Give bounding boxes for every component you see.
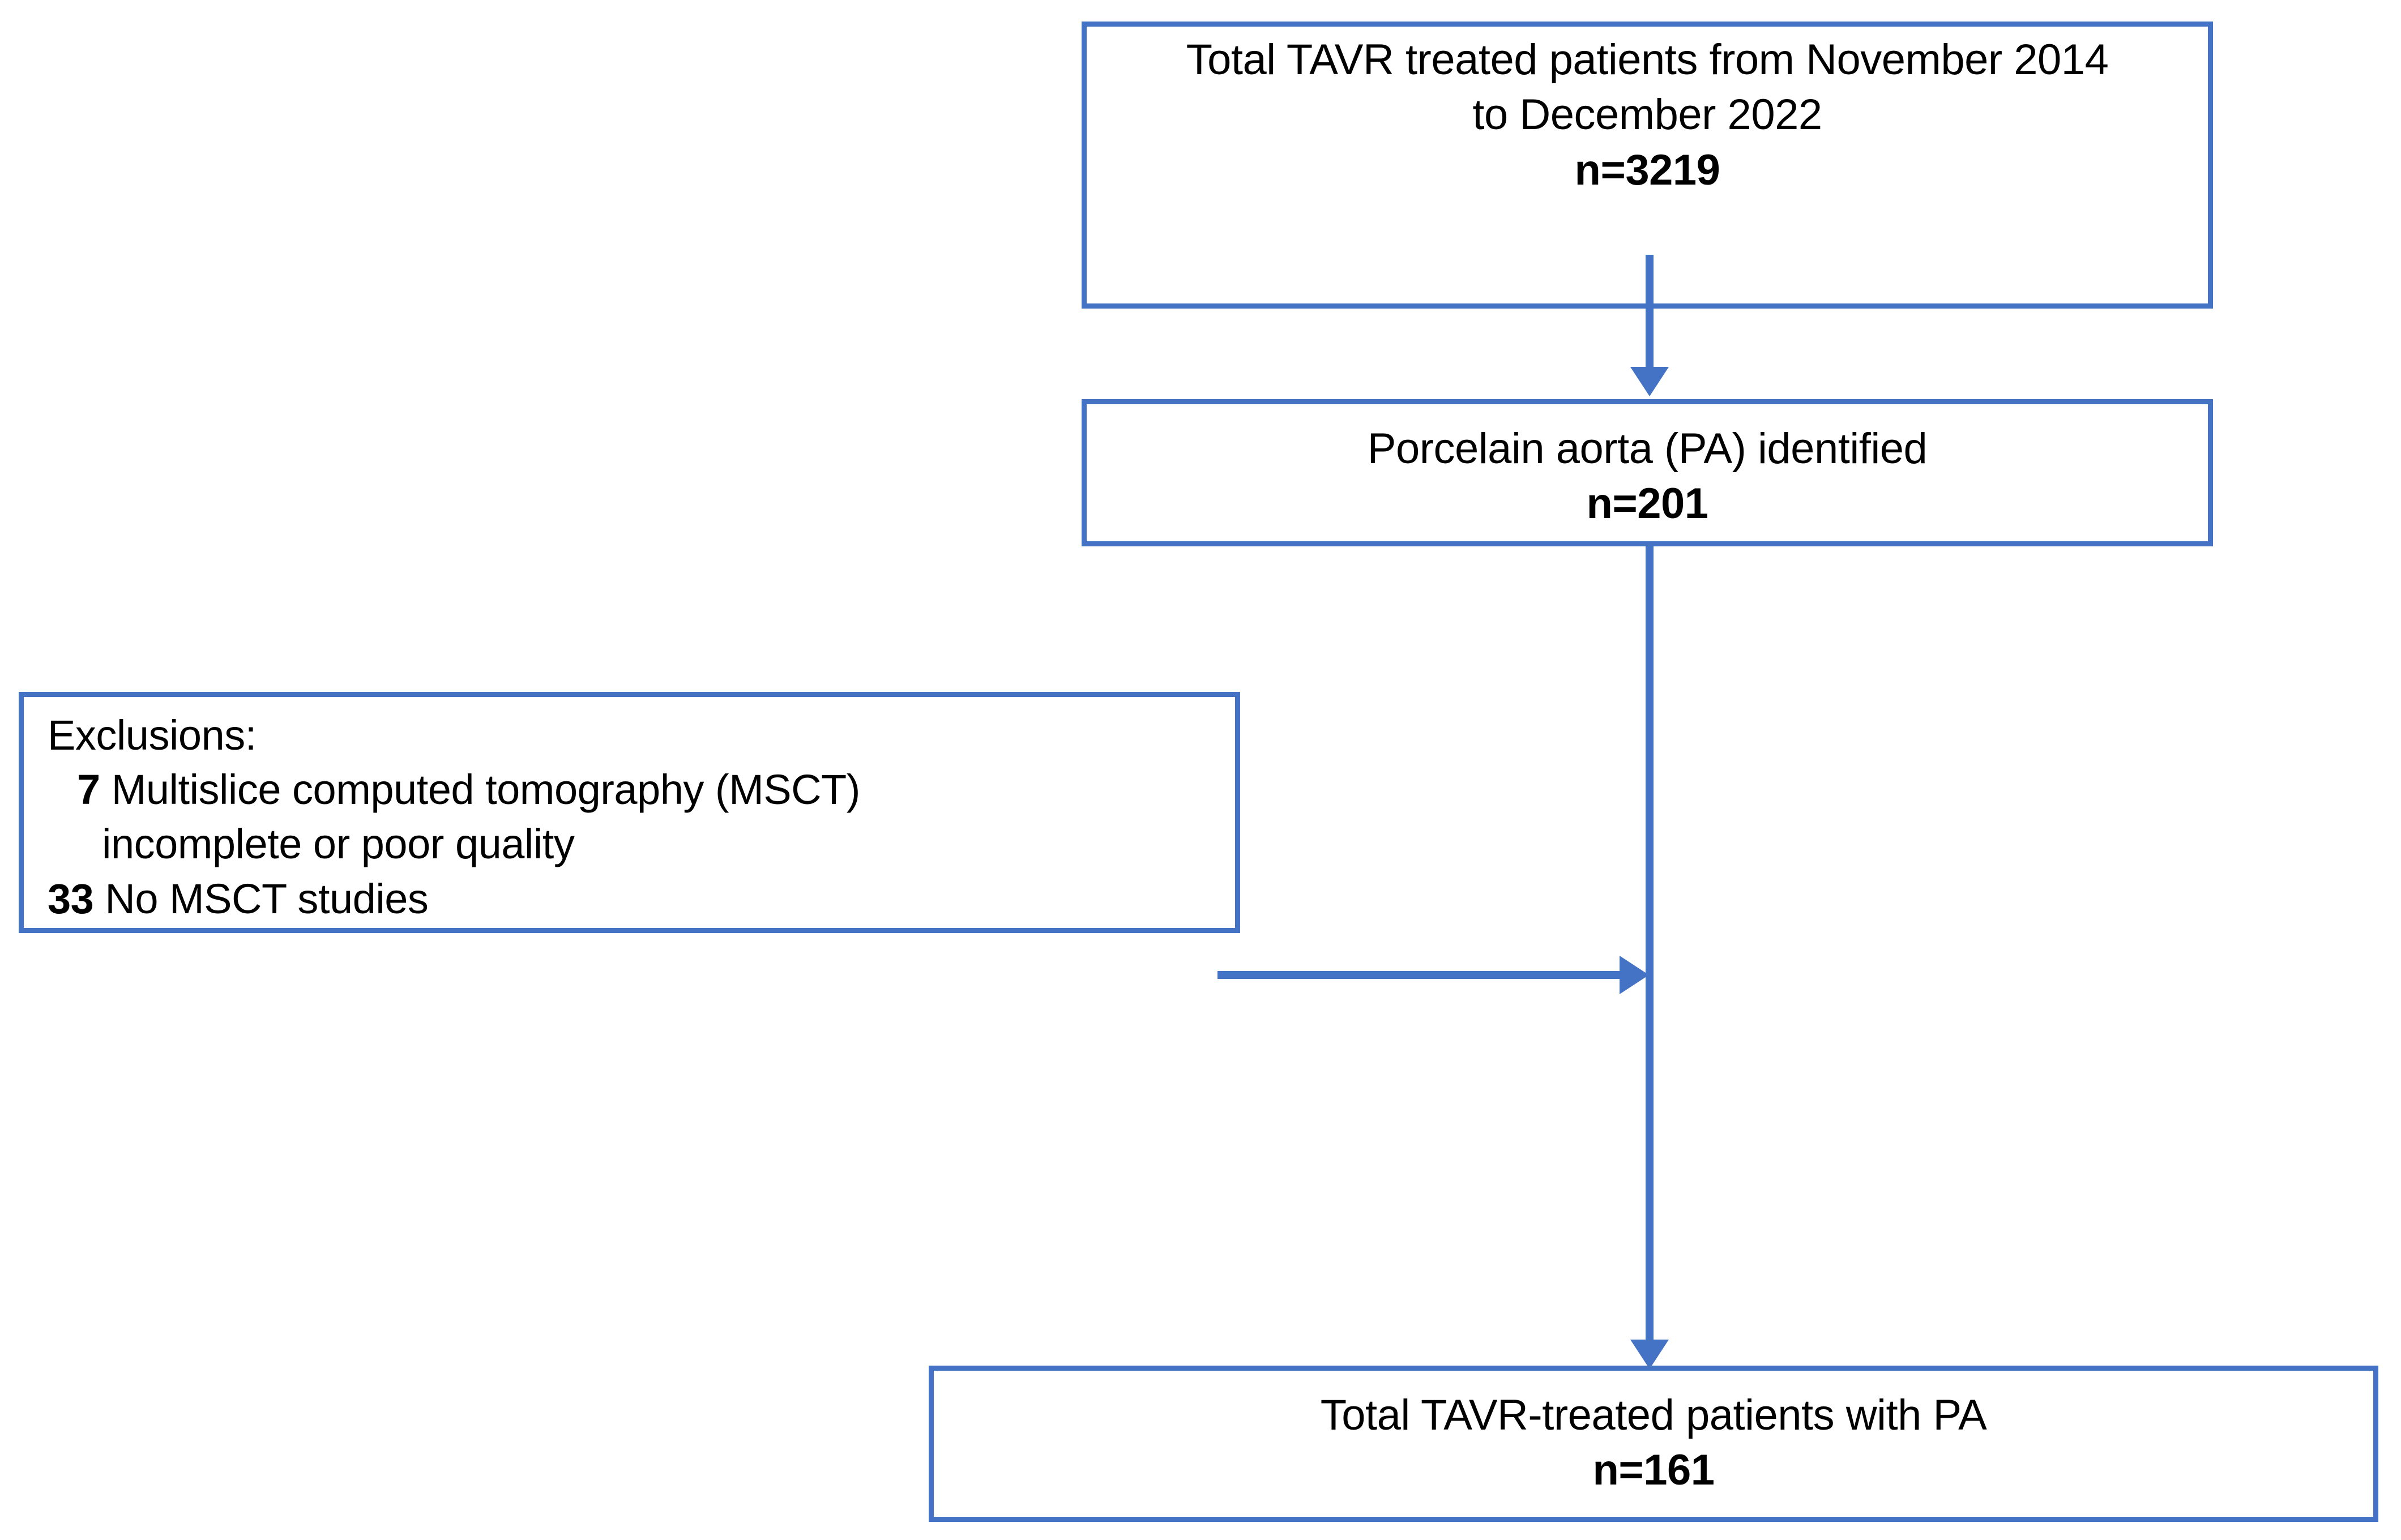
arrow-down-icon-pa-to-final — [1630, 1340, 1669, 1369]
node-porcelain-aorta: Porcelain aorta (PA) identified n=201 — [1082, 399, 2213, 546]
connector-line-exclusions-to-spine — [1217, 971, 1621, 979]
exclusions-heading: Exclusions: — [48, 712, 257, 759]
exclusions-item-2-spacer — [93, 875, 105, 922]
total-cohort-line-1: Total TAVR treated patients from Novembe… — [1186, 36, 2109, 84]
total-cohort-line-2: to December 2022 — [1472, 91, 1822, 139]
porcelain-aorta-count: n=201 — [1586, 480, 1708, 528]
final-cohort-line-1: Total TAVR-treated patients with PA — [1320, 1391, 1987, 1439]
exclusions-item-2-label: No MSCT studies — [105, 875, 429, 922]
exclusions-item-2-count: 33 — [48, 875, 94, 922]
total-cohort-count: n=3219 — [1574, 146, 1720, 194]
exclusions-item-2: 33 No MSCT studies — [48, 872, 429, 926]
arrow-right-icon-exclusions-to-spine — [1620, 956, 1649, 994]
porcelain-aorta-line-1: Porcelain aorta (PA) identified — [1367, 425, 1928, 473]
final-cohort-count: n=161 — [1592, 1446, 1715, 1495]
exclusions-item-1-label: Multislice computed tomography (MSCT) — [111, 766, 861, 814]
node-exclusions: Exclusions: 7 Multislice computed tomogr… — [19, 692, 1240, 933]
node-final-cohort: Total TAVR-treated patients with PA n=16… — [929, 1366, 2378, 1522]
connector-line-total-to-pa — [1646, 255, 1654, 368]
exclusions-item-1-count: 7 — [77, 766, 100, 814]
exclusions-item-1: 7 Multislice computed tomography (MSCT) — [48, 763, 860, 817]
arrow-down-icon-total-to-pa — [1630, 367, 1669, 396]
connector-line-pa-to-final — [1646, 546, 1654, 1344]
exclusions-item-1-continuation: incomplete or poor quality — [102, 820, 575, 868]
exclusions-item-1-spacer — [100, 766, 112, 813]
